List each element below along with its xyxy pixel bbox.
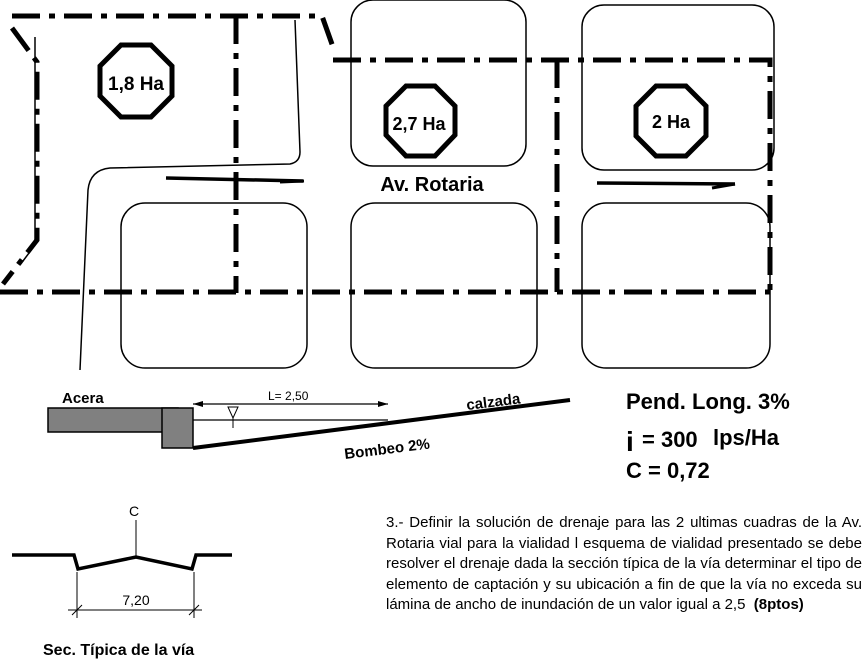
drainage-area-boundaries — [0, 13, 773, 295]
intensity-symbol: i — [626, 426, 634, 457]
block-bottom-middle — [350, 202, 538, 369]
sidewalk-slab — [47, 407, 179, 433]
flow-arrow-right — [596, 181, 736, 186]
sidewalk-label: Acera — [62, 390, 104, 407]
flow-arrow-right-head — [711, 182, 736, 190]
boundary-area-1-left — [1, 26, 40, 286]
roadway-label: calzada — [465, 390, 522, 414]
problem-text: 3.- Definir la solución de drenaje para … — [386, 514, 862, 613]
block-top-middle — [350, 0, 527, 167]
width-label: 7,20 — [122, 592, 149, 608]
length-label: L= 2,50 — [268, 389, 309, 403]
area-octagon-1 — [97, 42, 175, 120]
flow-arrows — [165, 176, 736, 190]
slope-label: Pend. Long. 3% — [626, 389, 790, 414]
street-name-label: Av. Rotaria — [380, 174, 484, 196]
curb-block — [161, 407, 194, 449]
intensity-value: = 300 — [642, 427, 698, 452]
water-level-symbol — [227, 406, 239, 420]
block-top-right — [581, 4, 775, 171]
width-slash-right — [188, 604, 200, 616]
area-markers — [97, 42, 709, 159]
problem-statement: 3.- Definir la solución de drenaje para … — [386, 513, 862, 616]
city-blocks — [19, 0, 775, 371]
centerline-label: C — [129, 503, 139, 519]
boundary-area-2 — [333, 57, 773, 292]
area-label-2: 2,7 Ha — [392, 114, 446, 134]
intensity-unit: lps/Ha — [713, 425, 780, 450]
typical-road-section — [12, 520, 232, 618]
area-label-3: 2 Ha — [652, 112, 691, 132]
dimension-arrow-right — [378, 401, 388, 407]
dimension-arrow-left — [193, 401, 203, 407]
boundary-area-1 — [12, 13, 336, 48]
road-profile — [12, 553, 232, 572]
problem-points: (8ptos) — [753, 596, 804, 613]
flow-arrow-left-head — [279, 179, 305, 184]
width-slash-left — [71, 604, 83, 616]
area-octagon-3 — [633, 83, 709, 159]
block-bottom-left — [120, 202, 308, 369]
curb-section — [47, 398, 571, 450]
block-bottom-right — [581, 202, 771, 369]
area-octagon-2 — [383, 83, 458, 159]
area-label-1: 1,8 Ha — [108, 74, 164, 95]
typical-section-title: Sec. Típica de la vía — [43, 642, 194, 659]
runoff-coefficient: C = 0,72 — [626, 458, 710, 483]
crown-slope-label: Bombeo 2% — [343, 436, 430, 463]
roadway-surface — [192, 398, 571, 450]
